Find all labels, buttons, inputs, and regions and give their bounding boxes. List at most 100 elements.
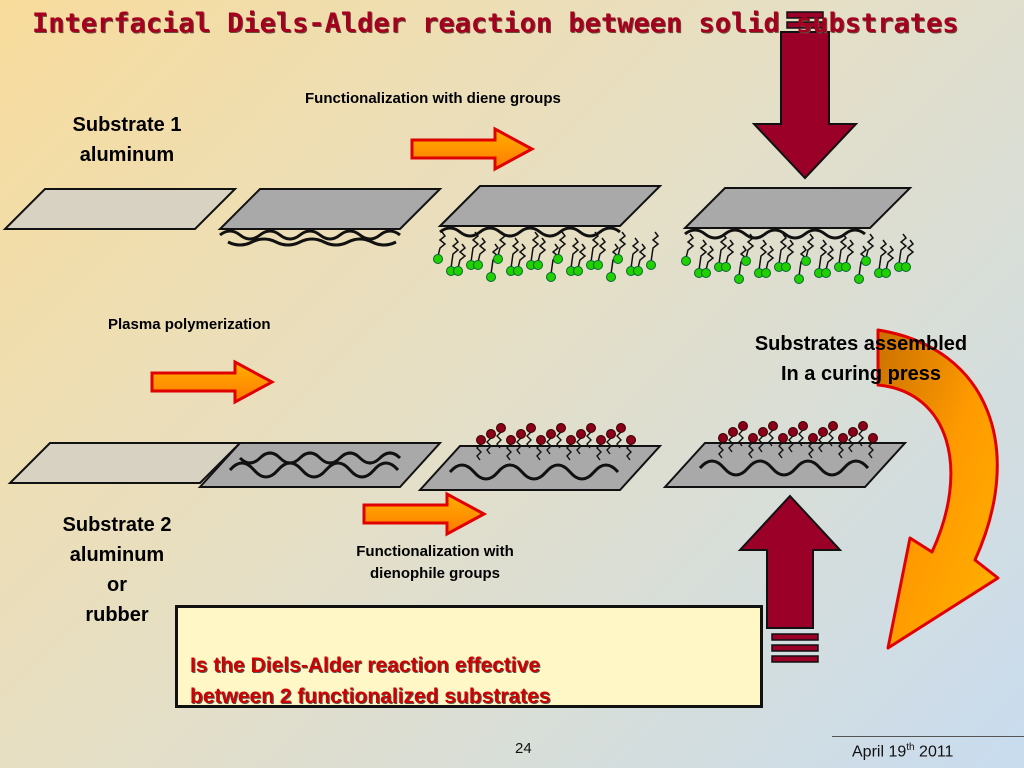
dienophile-chain [566, 443, 572, 461]
dienophile-chain [606, 437, 612, 455]
dienophile-chain [516, 437, 522, 455]
diene-group-dot [821, 268, 831, 278]
date-prefix: April 19 [852, 743, 907, 761]
dienophile-label-line2: dienophile groups [370, 565, 500, 582]
substrate2-label-line3: or [107, 574, 127, 596]
diene-chain [577, 243, 587, 269]
diene-group-dot [533, 260, 543, 270]
plasma-film-3 [684, 228, 866, 240]
diene-chain [905, 239, 915, 265]
dienophile-group-dot [848, 427, 858, 437]
diene-chain [537, 237, 547, 263]
diene-chain [510, 237, 520, 269]
diene-chain [758, 239, 768, 271]
diene-chain [818, 239, 828, 271]
diene-group-dot [453, 266, 463, 276]
substrate1-label: Substrate 1 aluminum [52, 110, 202, 170]
diene-group-dot [513, 266, 523, 276]
diene-group-dot [854, 274, 864, 284]
diene-chain [590, 231, 600, 263]
substrate2-bare-plate [7, 442, 243, 484]
diene-chain [898, 233, 908, 265]
diene-chain [617, 231, 627, 257]
plasma-film-5 [448, 463, 620, 481]
dienophile-chain [526, 431, 532, 449]
plasma-film-2 [439, 226, 621, 238]
dienophile-group-dot [818, 427, 828, 437]
date-superscript: th [906, 742, 915, 753]
press-arrow-up [737, 494, 843, 663]
diene-chain [517, 243, 527, 269]
diene-chain [450, 237, 460, 269]
substrate2-label-line1: Substrate 2 [62, 514, 172, 536]
dienophile-group-dot [758, 427, 768, 437]
page-number: 24 [515, 740, 532, 757]
dienophile-group-dot [778, 433, 788, 443]
diene-chain [745, 233, 755, 259]
plasma-film-6 [698, 459, 870, 477]
plasma-film-1 [219, 229, 401, 247]
substrate1-label-line1: Substrate 1 [72, 114, 182, 136]
diene-group-dot [493, 254, 503, 264]
dienophile-group-dot [556, 423, 566, 433]
diene-group-dot [841, 262, 851, 272]
dienophile-group-dot [536, 435, 546, 445]
dienophile-chain [728, 435, 734, 453]
dienophile-group-dot [566, 435, 576, 445]
dienophile-chain [748, 441, 754, 459]
diene-group-dot [881, 268, 891, 278]
dienophile-group-dot [576, 429, 586, 439]
diene-chain [805, 233, 815, 259]
assembled-label: Substrates assembled In a curing press [718, 329, 1004, 389]
diene-chain [885, 245, 895, 271]
dienophile-group-dot [788, 427, 798, 437]
substrate1-diene-plate [437, 185, 663, 227]
dienophile-chain [838, 441, 844, 459]
dienophile-group-dot [868, 433, 878, 443]
dienophile-chain [556, 431, 562, 449]
dienophile-group-dot [858, 421, 868, 431]
dienophile-group-dot [626, 435, 636, 445]
dienophile-group-dot [828, 421, 838, 431]
press-arrow-down [751, 11, 859, 180]
diene-group-dot [801, 256, 811, 266]
assembled-label-line2: In a curing press [780, 363, 942, 385]
diene-group-dot [781, 262, 791, 272]
diene-group-dot [681, 256, 691, 266]
diene-chain [778, 233, 788, 265]
dienophile-chain [828, 429, 834, 447]
dienophile-chain [778, 441, 784, 459]
dienophile-group-dot [768, 421, 778, 431]
dienophile-chain [718, 441, 724, 459]
diene-process-arrow [410, 126, 536, 172]
diene-chain [457, 243, 467, 269]
plasma-process-arrow [150, 359, 276, 405]
diene-chain [477, 237, 487, 263]
diene-chain [630, 237, 640, 269]
diene-group-dot [433, 254, 443, 264]
dienophile-group-dot [748, 433, 758, 443]
diene-chain [718, 233, 728, 265]
dienophile-group-dot [476, 435, 486, 445]
dienophile-group-dot [506, 435, 516, 445]
dienophile-chain [476, 443, 482, 461]
dienophile-chain [798, 429, 804, 447]
dienophile-groups-right [718, 421, 878, 459]
diene-chain [610, 243, 620, 275]
assembled-label-line1: Substrates assembled [754, 333, 968, 355]
dienophile-chain [768, 429, 774, 447]
dienophile-group-dot [798, 421, 808, 431]
dienophile-group-dot [838, 433, 848, 443]
substrate2-label-line2: aluminum [69, 544, 165, 566]
dienophile-chain [848, 435, 854, 453]
dienophile-chain [626, 443, 632, 461]
substrate2-dienophile-plate [417, 445, 663, 491]
dienophile-group-dot [486, 429, 496, 439]
diene-group-dot [593, 260, 603, 270]
dienophile-chain [808, 441, 814, 459]
dienophile-step-label: Functionalization with dienophile groups [325, 541, 545, 585]
question-line1: Is the Diels-Alder reaction effective [190, 654, 541, 677]
diene-chain [785, 239, 795, 265]
substrate2-label: Substrate 2 aluminum or rubber [42, 510, 192, 630]
